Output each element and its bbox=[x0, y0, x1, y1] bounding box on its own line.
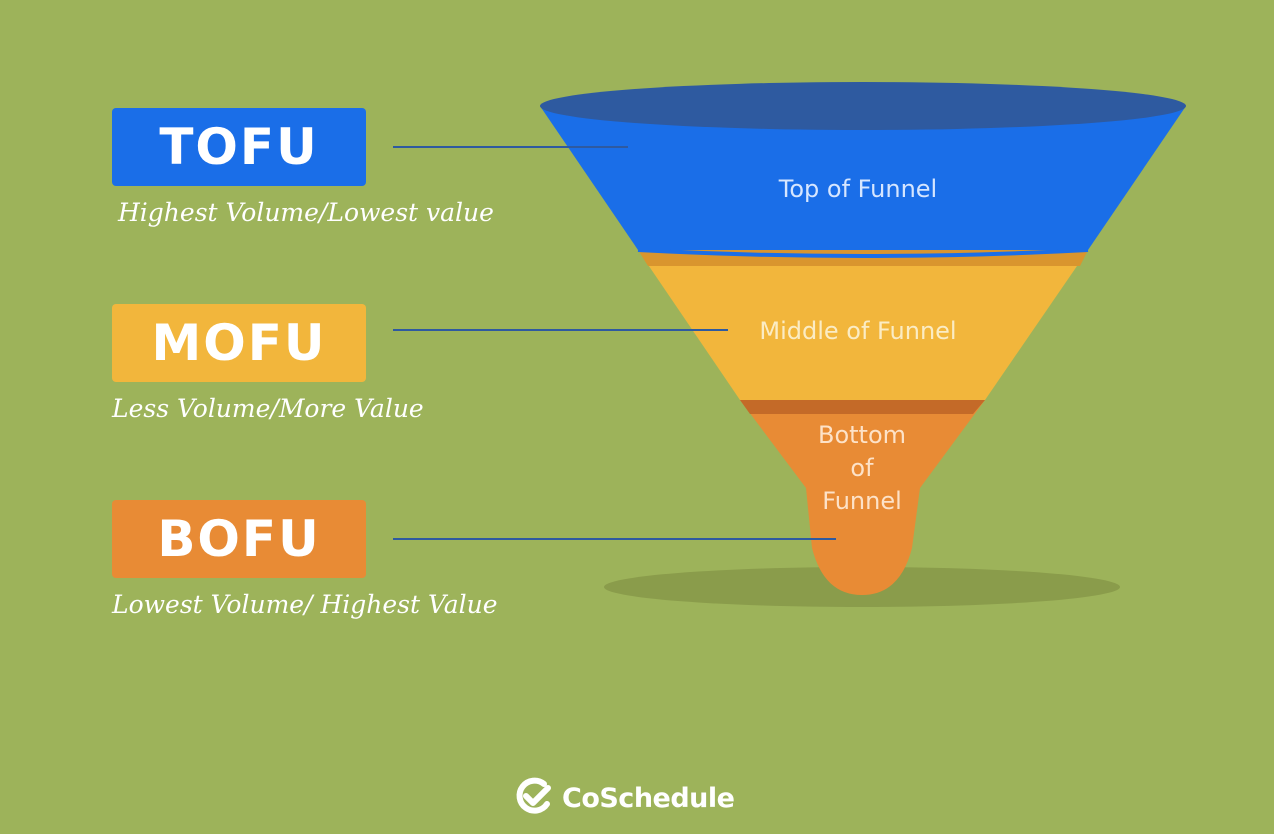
bottom-of-funnel-label-line3: Funnel bbox=[822, 487, 902, 515]
funnel-rim bbox=[540, 82, 1186, 130]
coschedule-logo: CoSchedule bbox=[514, 776, 735, 820]
bofu-description: Lowest Volume/ Highest Value bbox=[112, 590, 498, 619]
mofu-badge: MOFU bbox=[112, 304, 366, 382]
tofu-badge: TOFU bbox=[112, 108, 366, 186]
top-of-funnel-label: Top of Funnel bbox=[778, 175, 937, 203]
funnel-middle-section bbox=[638, 250, 1088, 400]
coschedule-check-icon bbox=[514, 776, 554, 820]
mofu-badge-label: MOFU bbox=[151, 314, 327, 372]
bottom-of-funnel-label-line2: of bbox=[850, 454, 874, 482]
mofu-description: Less Volume/More Value bbox=[112, 394, 424, 423]
tofu-description: Highest Volume/Lowest value bbox=[118, 198, 494, 227]
tofu-badge-label: TOFU bbox=[159, 118, 319, 176]
bofu-badge: BOFU bbox=[112, 500, 366, 578]
funnel-bottom-band bbox=[740, 400, 985, 414]
funnel-top-section bbox=[540, 106, 1186, 250]
funnel-top-lower-edge bbox=[637, 248, 1089, 258]
bottom-of-funnel-label-line1: Bottom bbox=[818, 421, 906, 449]
bofu-badge-label: BOFU bbox=[157, 510, 321, 568]
brand-name: CoSchedule bbox=[562, 782, 735, 814]
middle-of-funnel-label: Middle of Funnel bbox=[759, 317, 956, 345]
funnel-bottom-section bbox=[740, 400, 985, 595]
